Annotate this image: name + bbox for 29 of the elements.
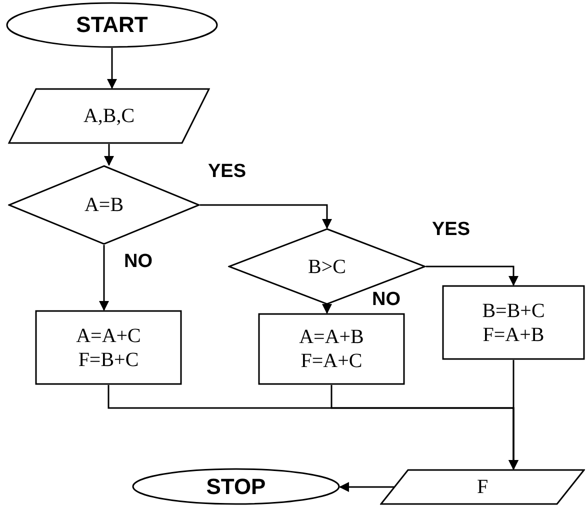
process-box: [35, 310, 182, 385]
node-text: A=A+C: [76, 326, 141, 346]
decision-diamond: [8, 165, 200, 245]
arrow: [104, 144, 114, 166]
input-output-parallelogram: [8, 88, 210, 144]
arrow: [99, 245, 109, 311]
arrow: [322, 304, 332, 314]
process-box: [442, 285, 585, 360]
node-text: A,B,C: [83, 106, 135, 126]
arrow: [107, 48, 117, 89]
arrow: [426, 266, 518, 286]
arrow: [200, 204, 332, 229]
node-text: F=A+B: [482, 324, 544, 344]
decision-diamond: [228, 228, 426, 305]
node-text: B=B+C: [482, 300, 545, 320]
node-text: F=A+C: [300, 351, 362, 371]
arrow: [339, 482, 394, 492]
node-text: START: [76, 14, 148, 36]
arrow: [508, 360, 518, 470]
node-text: F: [476, 477, 488, 497]
terminal-ellipse: [132, 468, 340, 505]
process-box: [258, 313, 405, 385]
node-text: B>C: [308, 256, 346, 276]
node-text: STOP: [206, 476, 266, 498]
terminal-ellipse: [6, 2, 218, 48]
node-text: F=B+C: [78, 350, 139, 370]
node-text: A=A+B: [299, 327, 364, 347]
input-output-parallelogram: [380, 469, 585, 505]
node-text: A=B: [84, 195, 124, 215]
